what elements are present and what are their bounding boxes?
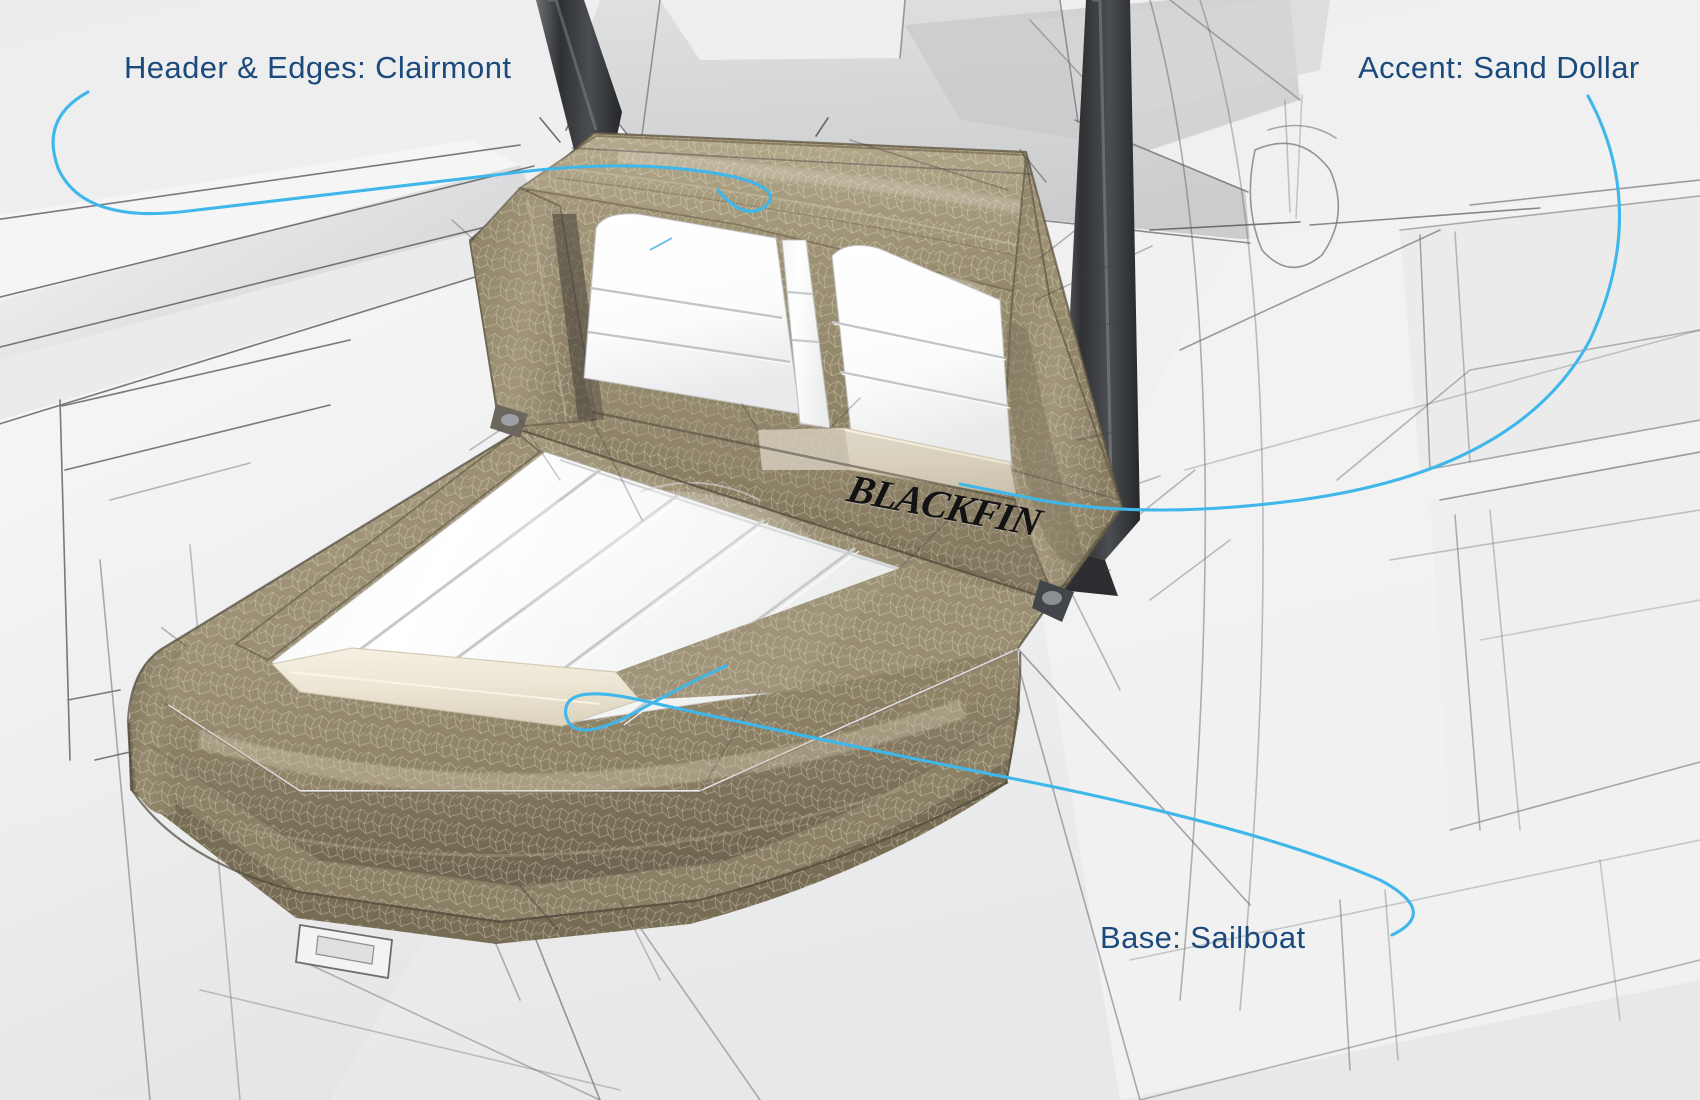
leader-header-edges [51,90,772,216]
sketch-linework-overlay [161,104,1161,1001]
leader-base [564,664,1415,937]
callout-label-accent: Accent: Sand Dollar [1358,50,1640,85]
callout-label-base: Base: Sailboat [1100,920,1306,955]
backrest-pleats-left [583,213,801,415]
accent-stripe-base [270,647,642,727]
deck-hatch-handle [295,923,393,980]
leader-accent [958,94,1622,512]
backrest-pleats-center [781,239,831,429]
backrest-pleats-right [831,244,1013,471]
sketch-linework-right-console [1119,0,1700,1071]
callout-label-header-edges: Header & Edges: Clairmont [124,50,512,85]
callout-leader-lines [51,90,1622,937]
seat-hinge-hardware [490,404,1074,622]
seat-base-cushion [126,428,1053,944]
